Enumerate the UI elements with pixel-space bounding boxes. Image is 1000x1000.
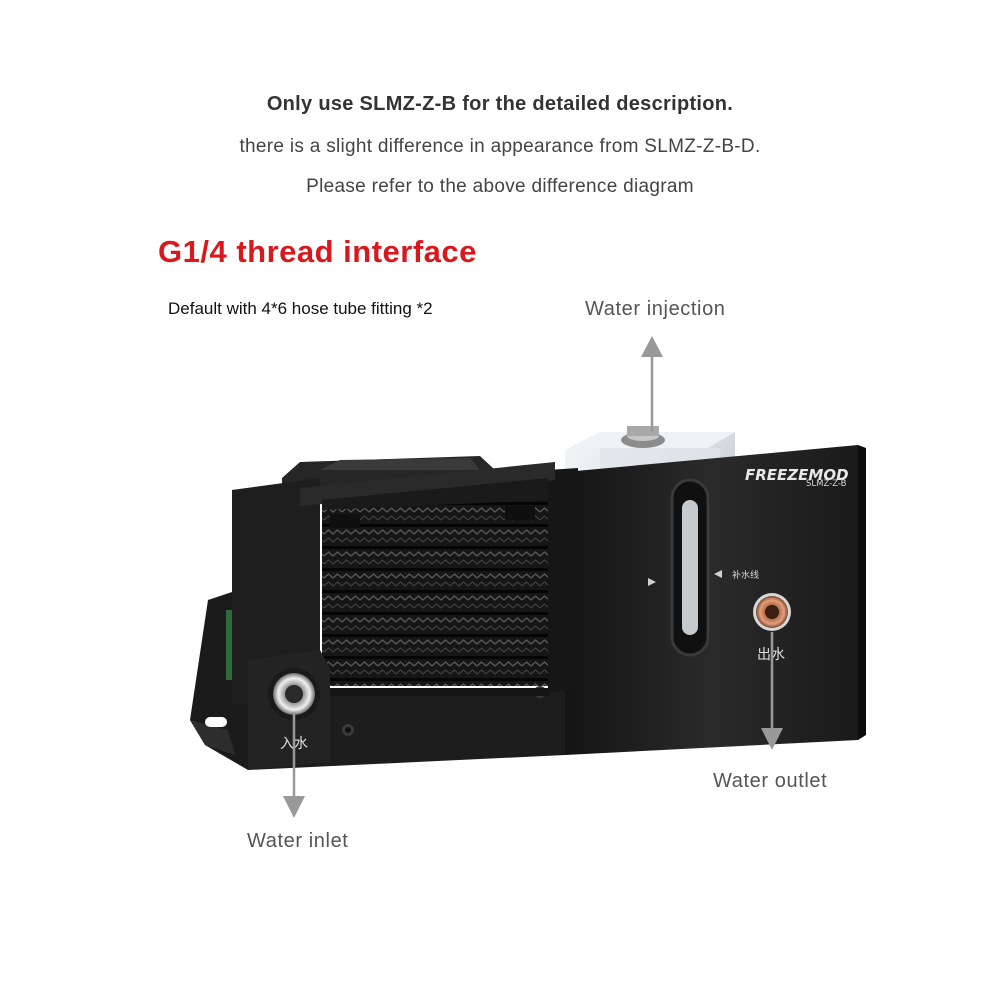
model-marking: SLMZ-Z-B <box>806 479 847 489</box>
description-line-1: Only use SLMZ-Z-B for the detailed descr… <box>266 93 734 115</box>
water-inlet-label: Water inlet <box>247 830 349 852</box>
front-plate: 补水线 FREEZEMOD SLMZ-Z-B 出水 <box>565 445 866 755</box>
inlet-end-cap: 入水 <box>248 650 330 770</box>
water-inlet-arrow <box>283 712 305 818</box>
water-outlet-label: Water outlet <box>713 770 828 792</box>
radiator <box>232 462 578 705</box>
brand-logo: FREEZEMOD <box>745 466 849 484</box>
water-injection-arrow <box>641 336 663 432</box>
description-line-3: Please refer to the above difference dia… <box>306 176 694 197</box>
default-fitting-note: Default with 4*6 hose tube fitting *2 <box>168 299 433 318</box>
refill-line-marking: 补水线 <box>732 569 759 581</box>
water-injection-label: Water injection <box>585 298 726 320</box>
description-line-2: there is a slight difference in appearan… <box>239 136 761 157</box>
section-heading: G1/4 thread interface <box>158 234 477 269</box>
water-outlet-arrow <box>761 632 783 750</box>
